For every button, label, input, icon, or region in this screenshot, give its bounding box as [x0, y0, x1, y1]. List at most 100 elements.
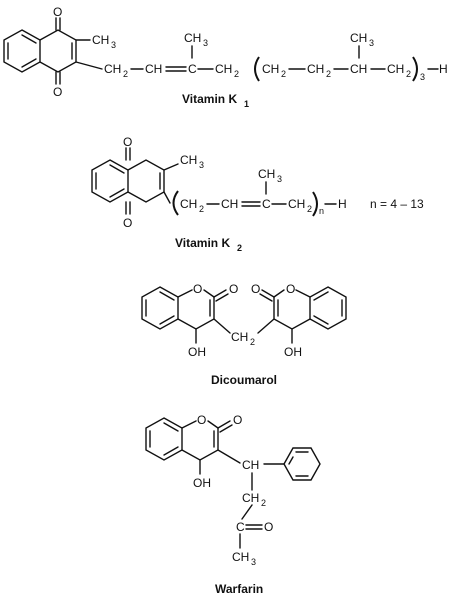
svg-text:2: 2	[199, 204, 204, 214]
vitamin-k1-oxygen-bottom: O	[53, 85, 62, 99]
svg-text:2: 2	[234, 69, 239, 79]
warfarin-caption: Warfarin	[215, 582, 263, 596]
warfarin-phenyl-ring	[283, 447, 321, 481]
vitamin-k2-n-range: n = 4 – 13	[370, 197, 424, 211]
warfarin-ketone-oxygen: O	[264, 520, 273, 534]
vitamin-k2-oxygen-bottom: O	[123, 216, 132, 230]
svg-text:3: 3	[251, 557, 256, 567]
vitamin-k1-ring-methyl: CH 3	[92, 33, 116, 50]
vitamin-k1-repeat-ch2-e: CH 2	[387, 62, 411, 79]
svg-text:2: 2	[307, 204, 312, 214]
vitamin-k2-structure: O O CH 3 CH 2 CH C CH 3 CH 2 n H n = 4 –…	[91, 135, 424, 253]
vitamin-k2-caption: Vitamin K 2	[175, 236, 242, 253]
svg-text:3: 3	[203, 38, 208, 48]
vitamin-k2-close-bracket	[312, 191, 318, 217]
vitamin-k1-chain-ch: CH	[145, 62, 162, 76]
dicoumarol-right-hydroxyl: OH	[284, 345, 302, 359]
dicoumarol-right-benzene-ring	[309, 286, 347, 330]
vitamin-k2-terminal-h: H	[338, 197, 347, 211]
svg-text:CH: CH	[387, 62, 404, 76]
vitamin-k1-benzene-ring	[3, 29, 41, 73]
dicoumarol-left-benzene-ring	[141, 286, 179, 330]
dicoumarol-left-carbonyl-oxygen: O	[229, 282, 238, 296]
vitamin-k1-chain-ch2-a: CH 2	[104, 62, 128, 79]
dicoumarol-caption: Dicoumarol	[211, 373, 277, 387]
dicoumarol-right-carbonyl-oxygen: O	[251, 282, 260, 296]
warfarin-pyranone-ring	[181, 420, 233, 475]
vitamin-k2-chain-ch: CH	[221, 197, 238, 211]
svg-text:2: 2	[250, 337, 255, 347]
svg-text:3: 3	[369, 38, 374, 48]
warfarin-ch2: CH 2	[242, 491, 266, 508]
warfarin-ketone-carbon: C	[236, 520, 245, 534]
vitamin-k1-terminal-h: H	[439, 62, 448, 76]
vitamin-k2-quinone-ring	[125, 147, 179, 215]
svg-text:CH: CH	[262, 62, 279, 76]
vitamin-k2-chain-ch2-b: CH 2	[288, 197, 312, 214]
vitamin-k1-chain-ch2-b: CH 2	[215, 62, 239, 79]
vitamin-k2-branch-methyl: CH 3	[258, 167, 282, 184]
svg-text:CH: CH	[350, 31, 367, 45]
svg-text:2: 2	[406, 69, 411, 79]
vitamin-k1-repeat-methyl: CH 3	[350, 31, 374, 48]
svg-text:CH: CH	[92, 33, 109, 47]
vitamin-k1-structure: O O CH 3 CH 2 CH C CH 3 CH 2 CH 2	[3, 5, 448, 109]
vitamin-k1-repeat-ch2-c: CH 2	[262, 62, 286, 79]
warfarin-carbonyl-oxygen: O	[233, 413, 242, 427]
vitamin-k2-repeat-n: n	[319, 206, 324, 216]
dicoumarol-left-pyranone-ring	[177, 289, 229, 344]
svg-text:3: 3	[277, 174, 282, 184]
vitamin-k2-benzene-ring	[91, 159, 129, 203]
svg-text:2: 2	[326, 69, 331, 79]
svg-text:CH: CH	[288, 197, 305, 211]
svg-text:2: 2	[237, 243, 242, 253]
svg-text:CH: CH	[215, 62, 232, 76]
warfarin-methine-ch: CH	[242, 458, 259, 472]
dicoumarol-left-ring-oxygen: O	[193, 282, 202, 296]
vitamin-k2-chain-c: C	[262, 197, 271, 211]
svg-text:CH: CH	[180, 153, 197, 167]
svg-text:CH: CH	[184, 31, 201, 45]
svg-text:2: 2	[281, 69, 286, 79]
svg-text:CH: CH	[307, 62, 324, 76]
vitamin-k1-oxygen-top: O	[53, 5, 62, 19]
vitamin-k2-open-bracket	[172, 190, 179, 216]
vitamin-k1-quinone-ring	[39, 17, 91, 85]
dicoumarol-methylene-bridge: CH 2	[231, 330, 255, 347]
svg-text:CH: CH	[231, 330, 248, 344]
svg-text:3: 3	[199, 160, 204, 170]
svg-text:1: 1	[244, 99, 249, 109]
vitamin-k1-caption: Vitamin K 1	[182, 92, 249, 109]
svg-text:2: 2	[123, 69, 128, 79]
vitamin-k1-repeat-count: 3	[420, 72, 425, 82]
vitamin-k2-ring-methyl: CH 3	[180, 153, 204, 170]
vitamin-k1-chain-c: C	[188, 62, 197, 76]
dicoumarol-right-ring-oxygen: O	[286, 282, 295, 296]
vitamin-k1-repeat-ch2-d: CH 2	[307, 62, 331, 79]
warfarin-structure: O O OH CH CH 2 C O CH 3 Warfarin	[145, 413, 321, 596]
warfarin-hydroxyl: OH	[193, 476, 211, 490]
dicoumarol-structure: O O OH CH 2 O O OH Dicoumarol	[141, 282, 347, 387]
vitamin-k1-repeat-ch: CH	[350, 62, 367, 76]
vitamin-k2-oxygen-top: O	[123, 135, 132, 149]
svg-text:CH: CH	[180, 197, 197, 211]
svg-text:2: 2	[261, 498, 266, 508]
dicoumarol-right-pyranone-ring	[259, 289, 311, 344]
svg-text:3: 3	[111, 40, 116, 50]
warfarin-methyl: CH 3	[232, 550, 256, 567]
vitamin-k1-open-bracket	[254, 56, 260, 82]
vitamin-k2-chain-ch2-a: CH 2	[180, 197, 204, 214]
svg-text:CH: CH	[258, 167, 275, 181]
svg-text:CH: CH	[242, 491, 259, 505]
warfarin-benzene-ring	[145, 417, 183, 461]
svg-text:Vitamin K: Vitamin K	[182, 92, 237, 106]
svg-text:CH: CH	[232, 550, 249, 564]
svg-text:CH: CH	[104, 62, 121, 76]
svg-text:Vitamin K: Vitamin K	[175, 236, 230, 250]
dicoumarol-left-hydroxyl: OH	[188, 345, 206, 359]
warfarin-ring-oxygen: O	[197, 413, 206, 427]
vitamin-k1-branch-methyl: CH 3	[184, 31, 208, 48]
vitamin-k1-close-bracket	[412, 56, 418, 82]
